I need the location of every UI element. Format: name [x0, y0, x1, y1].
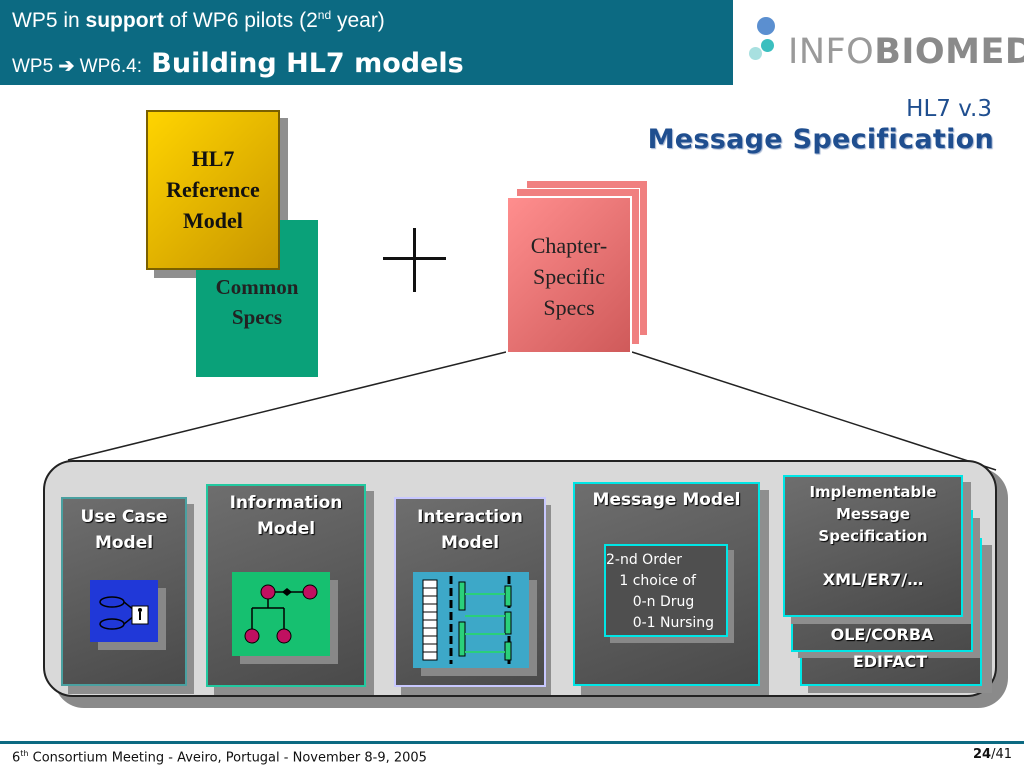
ole-corba-label: OLE/CORBA	[830, 625, 934, 644]
chapter-line: Chapter-	[530, 233, 608, 258]
logo-dot-icon	[757, 17, 775, 35]
card-label-line: Specification	[818, 527, 928, 545]
card-label-line: Model	[94, 533, 154, 553]
use-case-diagram-icon	[90, 580, 158, 642]
reference-model-label: HL7 Reference Model	[146, 143, 280, 236]
interaction-model-label: Interaction Model	[394, 504, 546, 556]
interaction-diagram-icon	[413, 572, 529, 668]
page-current: 24	[972, 747, 992, 762]
slide-title-line1: WP5 in support of WP6 pilots (2nd year)	[12, 8, 385, 33]
edifact-label: EDIFACT	[852, 652, 928, 671]
page-total: /41	[991, 747, 1012, 762]
implementable-label: Implementable Message Specification	[785, 481, 961, 547]
title2-bold: Building HL7 models	[151, 48, 464, 79]
use-case-model-label: Use Case Model	[61, 504, 187, 556]
message-inner-text: 2-nd Order 1 choice of 0-n Drug 0-1 Nurs…	[606, 552, 715, 631]
reference-line: Model	[183, 208, 243, 233]
reference-line: HL7	[191, 146, 235, 171]
logo-dot-icon	[749, 47, 762, 60]
chapter-specs-block	[506, 196, 632, 354]
common-specs-label: Common Specs	[196, 272, 318, 332]
logo-text: INFOBIOMED	[788, 32, 1024, 72]
slide-title-line2: WP5 ➔ WP6.4: Building HL7 models	[12, 48, 464, 79]
footer-ord: 6	[12, 750, 21, 766]
information-model-label: Information Model	[206, 490, 366, 542]
common-specs-line: Specs	[231, 305, 283, 329]
footer-ord-sup: th	[20, 749, 29, 758]
card-label-line: Information	[229, 493, 343, 513]
message-specification-title: Message Specification	[647, 124, 994, 155]
reference-line: Reference	[166, 177, 260, 202]
page-number: 24/41	[973, 747, 1012, 762]
infobiomed-logo: INFOBIOMED	[745, 15, 1024, 75]
reference-model-block	[146, 110, 280, 270]
information-diagram-icon	[232, 572, 330, 656]
title-mid: of WP6 pilots (2	[169, 9, 318, 32]
plus-icon	[413, 228, 416, 292]
title-bar: WP5 in support of WP6 pilots (2nd year) …	[0, 0, 733, 85]
footer-text: 6th Consortium Meeting - Aveiro, Portuga…	[12, 749, 427, 765]
title-suffix: year)	[331, 9, 385, 32]
title2-prefix: WP5	[12, 56, 54, 77]
card-label-line: Message Model	[592, 490, 741, 510]
chapter-specs-label: Chapter- Specific Specs	[506, 230, 632, 323]
footer-meeting: Consortium Meeting - Aveiro, Portugal - …	[28, 750, 427, 766]
card-label-line: Message	[836, 505, 910, 523]
logo-text-bold: BIOMED	[874, 32, 1024, 72]
title-sup: nd	[317, 8, 332, 22]
common-specs-line: Common	[215, 275, 299, 299]
connector-right-line	[631, 351, 997, 471]
card-label-line: Model	[256, 519, 316, 539]
card-label-line: Implementable	[809, 483, 937, 501]
message-inner-box	[604, 544, 728, 637]
card-label-line: Use Case	[80, 507, 168, 527]
card-label-line: Interaction	[417, 507, 523, 527]
card-label-line: Model	[440, 533, 500, 553]
message-model-label: Message Model	[573, 487, 760, 513]
arrow-right-icon: ➔	[58, 56, 75, 77]
connector-left-line	[67, 351, 507, 461]
implementable-card	[783, 475, 963, 617]
xml-er7-label: XML/ER7/…	[822, 570, 924, 589]
title-prefix: WP5 in	[12, 9, 80, 32]
chapter-line: Specs	[543, 295, 595, 320]
hl7-version: HL7 v.3	[906, 96, 992, 122]
title2-mid: WP6.4:	[79, 56, 142, 77]
logo-dot-icon	[761, 39, 774, 52]
title-bold: support	[85, 9, 164, 32]
logo-text-light: INFO	[788, 32, 875, 72]
footer-divider	[0, 741, 1024, 744]
chapter-line: Specific	[532, 264, 606, 289]
